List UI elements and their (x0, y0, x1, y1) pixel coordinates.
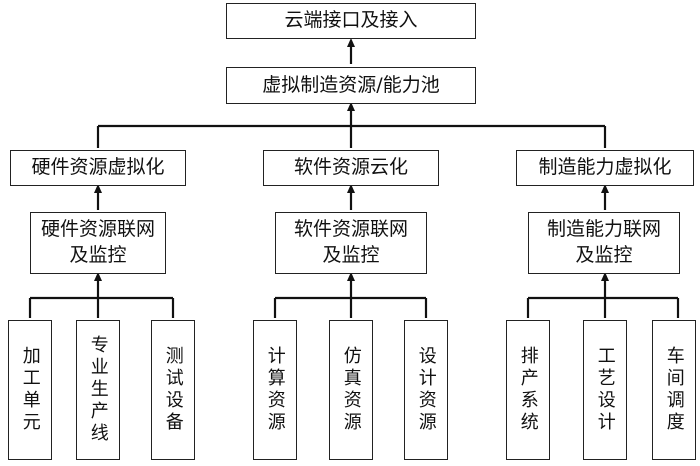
hardware-monitor-line1: 硬件资源联网 (40, 218, 155, 241)
capability-monitor-box: 制造能力联网 及监控 (528, 212, 680, 274)
software-monitor-line1: 软件资源联网 (293, 218, 408, 241)
leaf-production-line: 专业生产线 (76, 320, 120, 460)
leaf-test-equipment: 测试设备 (151, 320, 195, 460)
capability-monitor-line1: 制造能力联网 (546, 218, 661, 241)
software-monitor-line2: 及监控 (322, 244, 380, 266)
leaf-workshop-dispatch: 车间调度 (652, 320, 696, 460)
leaf-process-design: 工艺设计 (583, 320, 627, 460)
leaf-design-resource: 设计资源 (404, 320, 448, 460)
resource-pool-box: 虚拟制造资源/能力池 (226, 67, 476, 104)
hardware-virtualize-label: 硬件资源虚拟化 (31, 156, 165, 179)
hardware-monitor-box: 硬件资源联网 及监控 (30, 212, 166, 274)
resource-pool-label: 虚拟制造资源/能力池 (262, 73, 440, 96)
software-virtualize-label: 软件资源云化 (293, 156, 408, 179)
capability-virtualize-label: 制造能力虚拟化 (538, 156, 672, 179)
software-virtualize-box: 软件资源云化 (263, 150, 439, 186)
leaf-simulation-resource: 仿真资源 (329, 320, 373, 460)
leaf-computing-resource: 计算资源 (253, 320, 297, 460)
capability-monitor-line2: 及监控 (575, 244, 633, 266)
capability-virtualize-box: 制造能力虚拟化 (516, 150, 694, 186)
software-monitor-box: 软件资源联网 及监控 (275, 212, 427, 274)
hardware-virtualize-box: 硬件资源虚拟化 (10, 150, 186, 186)
leaf-processing-unit: 加工单元 (8, 320, 52, 460)
cloud-access-box: 云端接口及接入 (226, 3, 476, 39)
leaf-scheduling-system: 排产系统 (506, 320, 550, 460)
hardware-monitor-line2: 及监控 (69, 244, 127, 266)
cloud-access-label: 云端接口及接入 (284, 9, 418, 32)
